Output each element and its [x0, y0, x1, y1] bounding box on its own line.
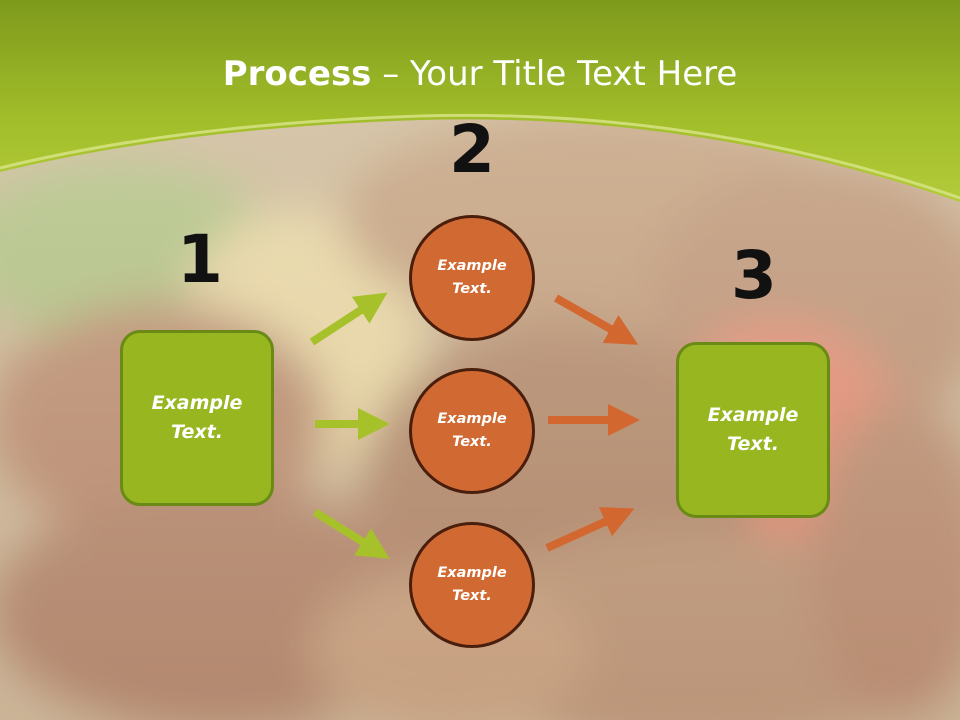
step-number-3: 3: [731, 237, 777, 314]
circle-top: Example Text.: [409, 215, 535, 341]
title-rest: – Your Title Text Here: [371, 54, 738, 94]
circle-bottom: Example Text.: [409, 522, 535, 648]
arrow-box-to-circle-top: [309, 292, 388, 346]
arrow-circle-top-to-box: [554, 294, 639, 345]
left-box: Example Text.: [120, 330, 274, 506]
arrow-circle-bottom-to-box: [545, 507, 635, 552]
step-number-2: 2: [449, 111, 495, 188]
circle-middle: Example Text.: [409, 368, 535, 494]
title-bold: Process: [222, 54, 372, 94]
slide-title: Process – Your Title Text Here: [0, 52, 960, 96]
arrow-box-to-circle-bottom: [312, 508, 390, 559]
right-box: Example Text.: [676, 342, 830, 518]
step-number-1: 1: [177, 221, 223, 298]
